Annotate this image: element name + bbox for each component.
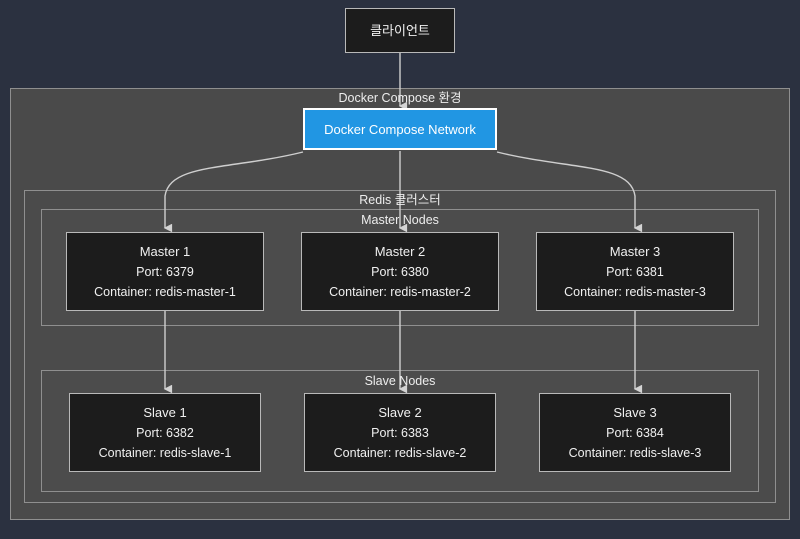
docker-compose-panel-title: Docker Compose 환경	[338, 91, 462, 105]
slave-node-1-container: Container: redis-slave-1	[98, 445, 232, 460]
master-node-2[interactable]: Master 2 Port: 6380 Container: redis-mas…	[301, 232, 499, 311]
master-node-1[interactable]: Master 1 Port: 6379 Container: redis-mas…	[66, 232, 264, 311]
slave-node-1-name: Slave 1	[143, 404, 187, 420]
slave-node-1[interactable]: Slave 1 Port: 6382 Container: redis-slav…	[69, 393, 261, 472]
docker-compose-network-node[interactable]: Docker Compose Network	[303, 108, 497, 150]
slave-node-3-name: Slave 3	[613, 404, 657, 420]
slave-node-3[interactable]: Slave 3 Port: 6384 Container: redis-slav…	[539, 393, 731, 472]
master-node-3[interactable]: Master 3 Port: 6381 Container: redis-mas…	[536, 232, 734, 311]
master-nodes-panel-title: Master Nodes	[361, 213, 439, 227]
client-node[interactable]: 클라이언트	[345, 8, 455, 53]
master-node-1-name: Master 1	[139, 243, 191, 259]
master-node-2-port: Port: 6380	[371, 264, 429, 279]
slave-node-3-port: Port: 6384	[606, 425, 664, 440]
docker-compose-network-label: Docker Compose Network	[324, 121, 476, 137]
redis-cluster-panel-title: Redis 클러스터	[359, 193, 441, 207]
slave-nodes-panel-title: Slave Nodes	[364, 374, 436, 388]
master-node-3-name: Master 3	[609, 243, 661, 259]
master-node-3-port: Port: 6381	[606, 264, 664, 279]
master-node-1-container: Container: redis-master-1	[94, 284, 236, 299]
slave-node-2[interactable]: Slave 2 Port: 6383 Container: redis-slav…	[304, 393, 496, 472]
client-label: 클라이언트	[370, 22, 430, 38]
slave-node-2-name: Slave 2	[378, 404, 422, 420]
master-node-1-port: Port: 6379	[136, 264, 194, 279]
slave-node-3-container: Container: redis-slave-3	[568, 445, 702, 460]
slave-node-1-port: Port: 6382	[136, 425, 194, 440]
master-node-2-container: Container: redis-master-2	[329, 284, 471, 299]
master-node-3-container: Container: redis-master-3	[564, 284, 706, 299]
master-node-2-name: Master 2	[374, 243, 426, 259]
slave-node-2-port: Port: 6383	[371, 425, 429, 440]
slave-node-2-container: Container: redis-slave-2	[333, 445, 467, 460]
